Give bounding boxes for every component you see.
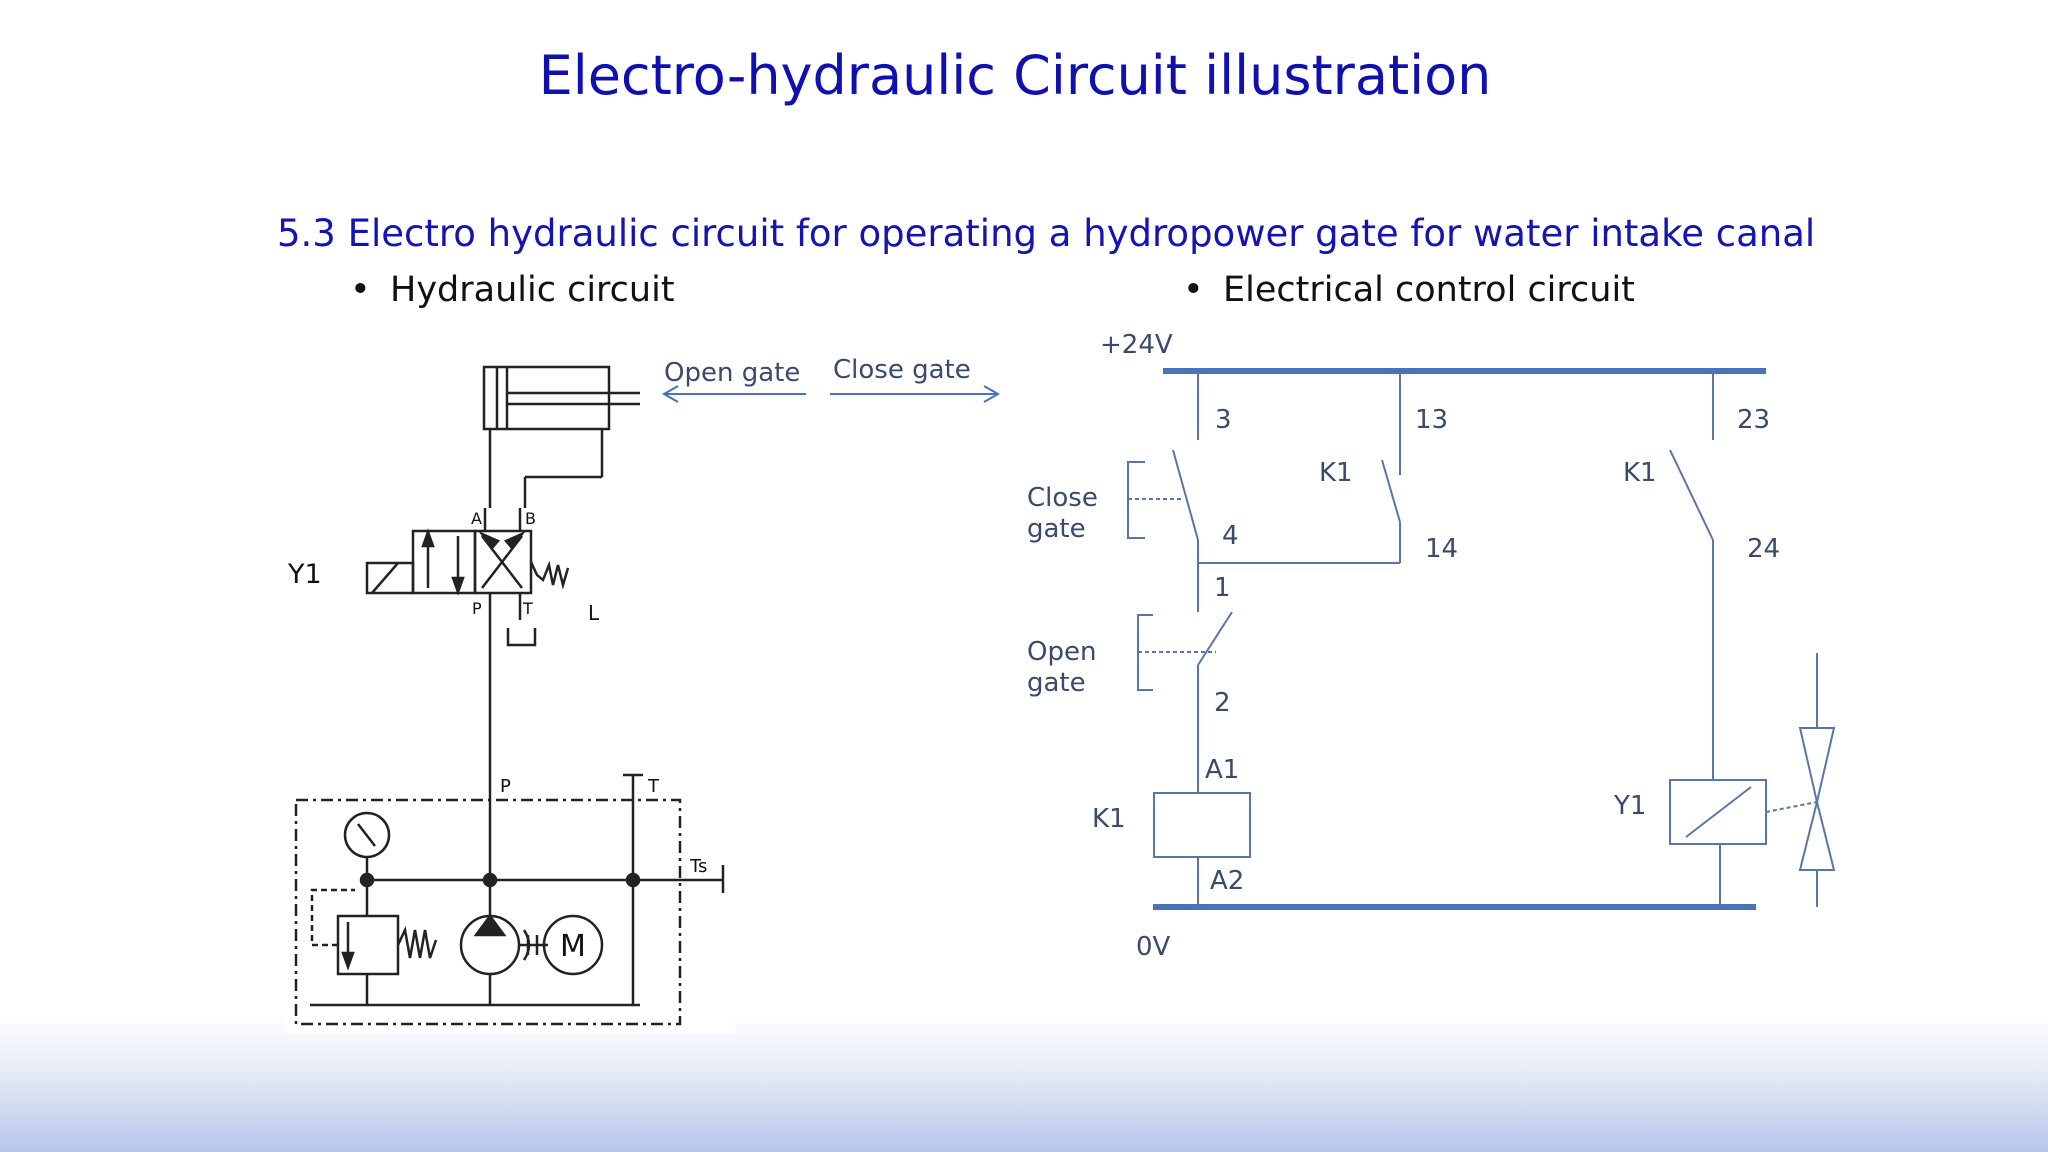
supply-plus-24v-label: +24V (1100, 330, 1173, 360)
hydraulic-circuit (294, 365, 725, 1026)
close-gate-switch-label-line2: gate (1027, 514, 1086, 544)
terminal-a1-label: A1 (1205, 755, 1239, 785)
bullet-dot: • (1183, 270, 1204, 310)
directional-valve-4-2 (365, 508, 570, 647)
close-gate-switch (1127, 449, 1199, 563)
k1-coil-label: K1 (1092, 804, 1126, 834)
k1-contact-label-1: K1 (1319, 458, 1353, 488)
k1-coil (1153, 792, 1251, 858)
bullet-dot: • (350, 270, 371, 310)
close-gate-label: Close gate (833, 355, 971, 385)
terminal-3-label: 3 (1215, 405, 1232, 435)
open-gate-switch (1137, 611, 1233, 765)
bullet-electrical-label: Electrical control circuit (1223, 270, 1635, 310)
open-gate-switch-label-line2: gate (1027, 668, 1086, 698)
motor-m-label: M (560, 929, 586, 964)
port-t-label: T (522, 599, 533, 618)
slide-subtitle: 5.3 Electro hydraulic circuit for operat… (277, 212, 1816, 255)
bullet-hydraulic-label: Hydraulic circuit (390, 270, 675, 310)
terminal-13-label: 13 (1415, 405, 1448, 435)
k1-output-contact (1669, 449, 1714, 541)
open-gate-switch-label-line1: Open (1027, 637, 1096, 667)
terminal-24-label: 24 (1747, 534, 1780, 564)
supply-0v-label: 0V (1136, 932, 1171, 962)
gate-valve-symbol (1765, 653, 1836, 907)
supply-p-label: P (500, 776, 511, 797)
drain-l-label: L (588, 601, 600, 625)
terminal-2-label: 2 (1214, 688, 1231, 718)
open-gate-arrowhead (661, 385, 679, 403)
bullet-electrical-circuit: • Electrical control circuit (1183, 270, 1635, 310)
electrical-circuit (1127, 368, 1836, 910)
port-p-label: P (472, 599, 482, 618)
ts-label: Ts (689, 856, 707, 877)
y1-coil-label: Y1 (1613, 791, 1646, 821)
terminal-14-label: 14 (1425, 534, 1458, 564)
terminal-23-label: 23 (1737, 405, 1770, 435)
terminal-4-label: 4 (1222, 521, 1239, 551)
terminal-1-label: 1 (1214, 573, 1231, 603)
hydraulic-cylinder (482, 365, 640, 431)
port-b-label: B (525, 509, 536, 528)
k1-contact-label-2: K1 (1623, 458, 1657, 488)
k1-holding-contact (1381, 459, 1401, 563)
terminal-a2-label: A2 (1210, 866, 1244, 896)
close-gate-switch-label-line1: Close (1027, 483, 1098, 513)
close-gate-arrowhead (983, 385, 1001, 403)
open-gate-label: Open gate (664, 358, 800, 388)
port-a-label: A (471, 509, 482, 528)
return-t-label: T (647, 776, 660, 797)
hydraulic-diagram-background (285, 358, 735, 1033)
slide-title: Electro-hydraulic Circuit illustration (538, 44, 1492, 107)
solenoid-y1-label: Y1 (287, 559, 322, 590)
bullet-hydraulic-circuit: • Hydraulic circuit (350, 270, 675, 310)
